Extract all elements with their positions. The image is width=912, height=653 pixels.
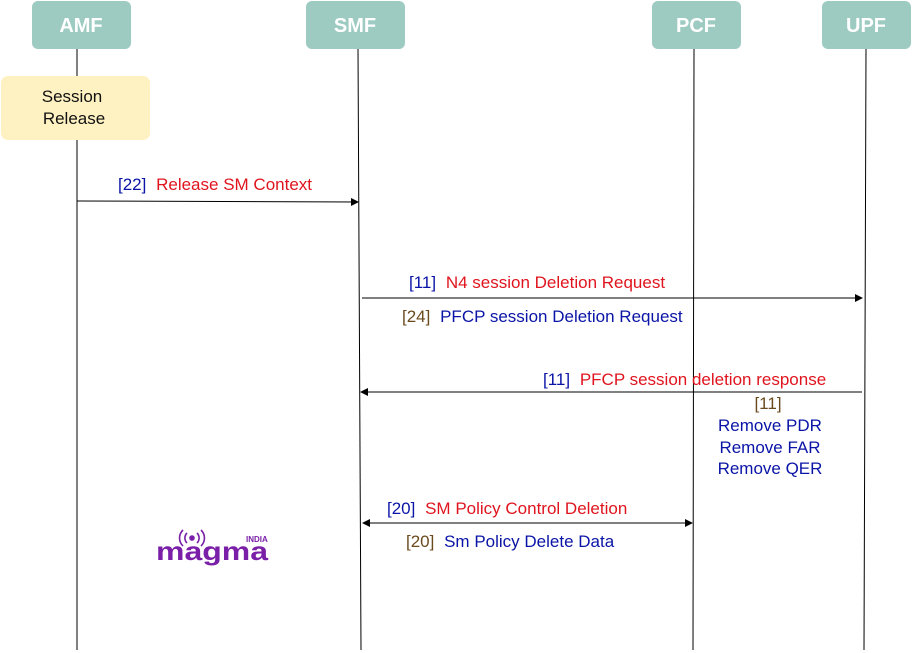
smf-lifeline [357, 48, 362, 651]
message-ref: [22] [118, 175, 146, 194]
upf-label: UPF [846, 15, 886, 37]
message-label: N4 session Deletion Request [446, 273, 666, 292]
upf-action-item: Remove PDR [718, 416, 822, 435]
svg-text:[11] PFCP session deleti: [11] PFCP session deletion response [543, 370, 826, 389]
session-release-note: Session Release [1, 76, 150, 140]
message-label: PFCP session Deletion Request [440, 307, 683, 326]
logo-tag: INDIA [246, 535, 268, 544]
message-label: Release SM Context [156, 175, 312, 194]
message-label: Sm Policy Delete Data [444, 532, 615, 551]
amf-label: AMF [59, 15, 102, 37]
release-sm-context-message: [22] Release SM Context [76, 175, 359, 206]
upf-entity: UPF [822, 1, 911, 49]
amf-entity: AMF [32, 1, 131, 49]
n4-deletion-request-message: [11] N4 session Deletion Request [24] PF… [362, 273, 863, 326]
svg-text:[11] N4 session Deletion: [11] N4 session Deletion Request [409, 273, 665, 292]
pcf-entity: PCF [652, 1, 741, 49]
message-ref: [11] [409, 273, 436, 292]
antenna-icon [178, 529, 206, 547]
pfcp-deletion-response-message: [11] PFCP session deletion response [360, 370, 862, 396]
upf-actions-ref: [11] [754, 394, 781, 413]
logo-wordmark: magma [156, 536, 269, 566]
upf-lifeline [863, 48, 867, 651]
message-label: SM Policy Control Deletion [425, 499, 627, 518]
sm-policy-control-deletion-message: [20] SM Policy Control Deletion [20] Sm … [362, 499, 693, 551]
pcf-label: PCF [676, 15, 716, 37]
message-ref: [11] [543, 370, 570, 389]
upf-actions-note: [11] Remove PDR Remove FAR Remove QER [718, 394, 823, 478]
pcf-lifeline [692, 48, 695, 651]
svg-text:[22] Release SM Context: [22] Release SM Context [118, 175, 312, 194]
smf-label: SMF [334, 15, 376, 37]
upf-action-item: Remove FAR [719, 438, 820, 457]
message-arrow [76, 197, 359, 206]
note-line-2: Release [43, 109, 105, 128]
svg-text:[20] SM Policy Control D: [20] SM Policy Control Deletion [387, 499, 627, 518]
svg-text:[20] Sm Policy Delete Da: [20] Sm Policy Delete Data [406, 532, 615, 551]
note-line-1: Session [42, 87, 102, 106]
svg-text:[24] PFCP session Deleti: [24] PFCP session Deletion Request [402, 307, 683, 326]
message-ref: [20] [406, 532, 434, 551]
message-ref: [24] [402, 307, 430, 326]
message-label: PFCP session deletion response [580, 370, 826, 389]
message-ref: [20] [387, 499, 415, 518]
magma-india-logo: magma INDIA [156, 529, 269, 566]
upf-action-item: Remove QER [718, 459, 823, 478]
smf-entity: SMF [306, 1, 405, 49]
